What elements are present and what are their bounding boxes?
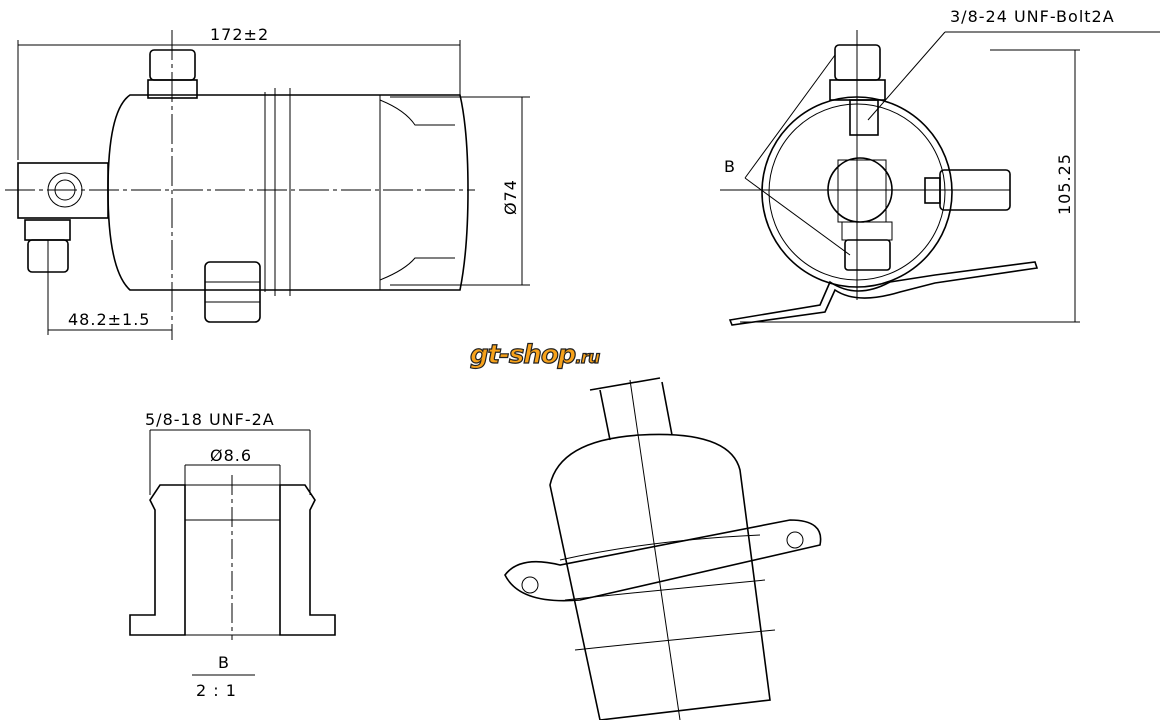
thread-label: 3/8-24 UNF-Bolt2A [950, 7, 1115, 26]
detail-title: B [218, 653, 230, 672]
diameter-dimension: Ø74 [501, 179, 520, 215]
offset-dimension: 48.2±1.5 [68, 310, 150, 329]
watermark-suffix: .ru [575, 347, 601, 368]
watermark-logo: gt-shop.ru [469, 339, 601, 370]
side-view [5, 30, 530, 340]
bore-dimension: Ø8.6 [210, 446, 252, 465]
watermark-text: gt-shop [469, 339, 577, 370]
thread-label-detail: 5/8-18 UNF-2A [145, 410, 275, 429]
end-view [720, 30, 1160, 326]
height-dimension: 105.25 [1055, 153, 1074, 215]
detail-scale: 2 : 1 [196, 681, 237, 700]
length-dimension: 172±2 [210, 25, 269, 44]
detail-reference-label: B [724, 157, 736, 176]
detail-b-section [129, 429, 336, 676]
isometric-view [504, 377, 822, 720]
